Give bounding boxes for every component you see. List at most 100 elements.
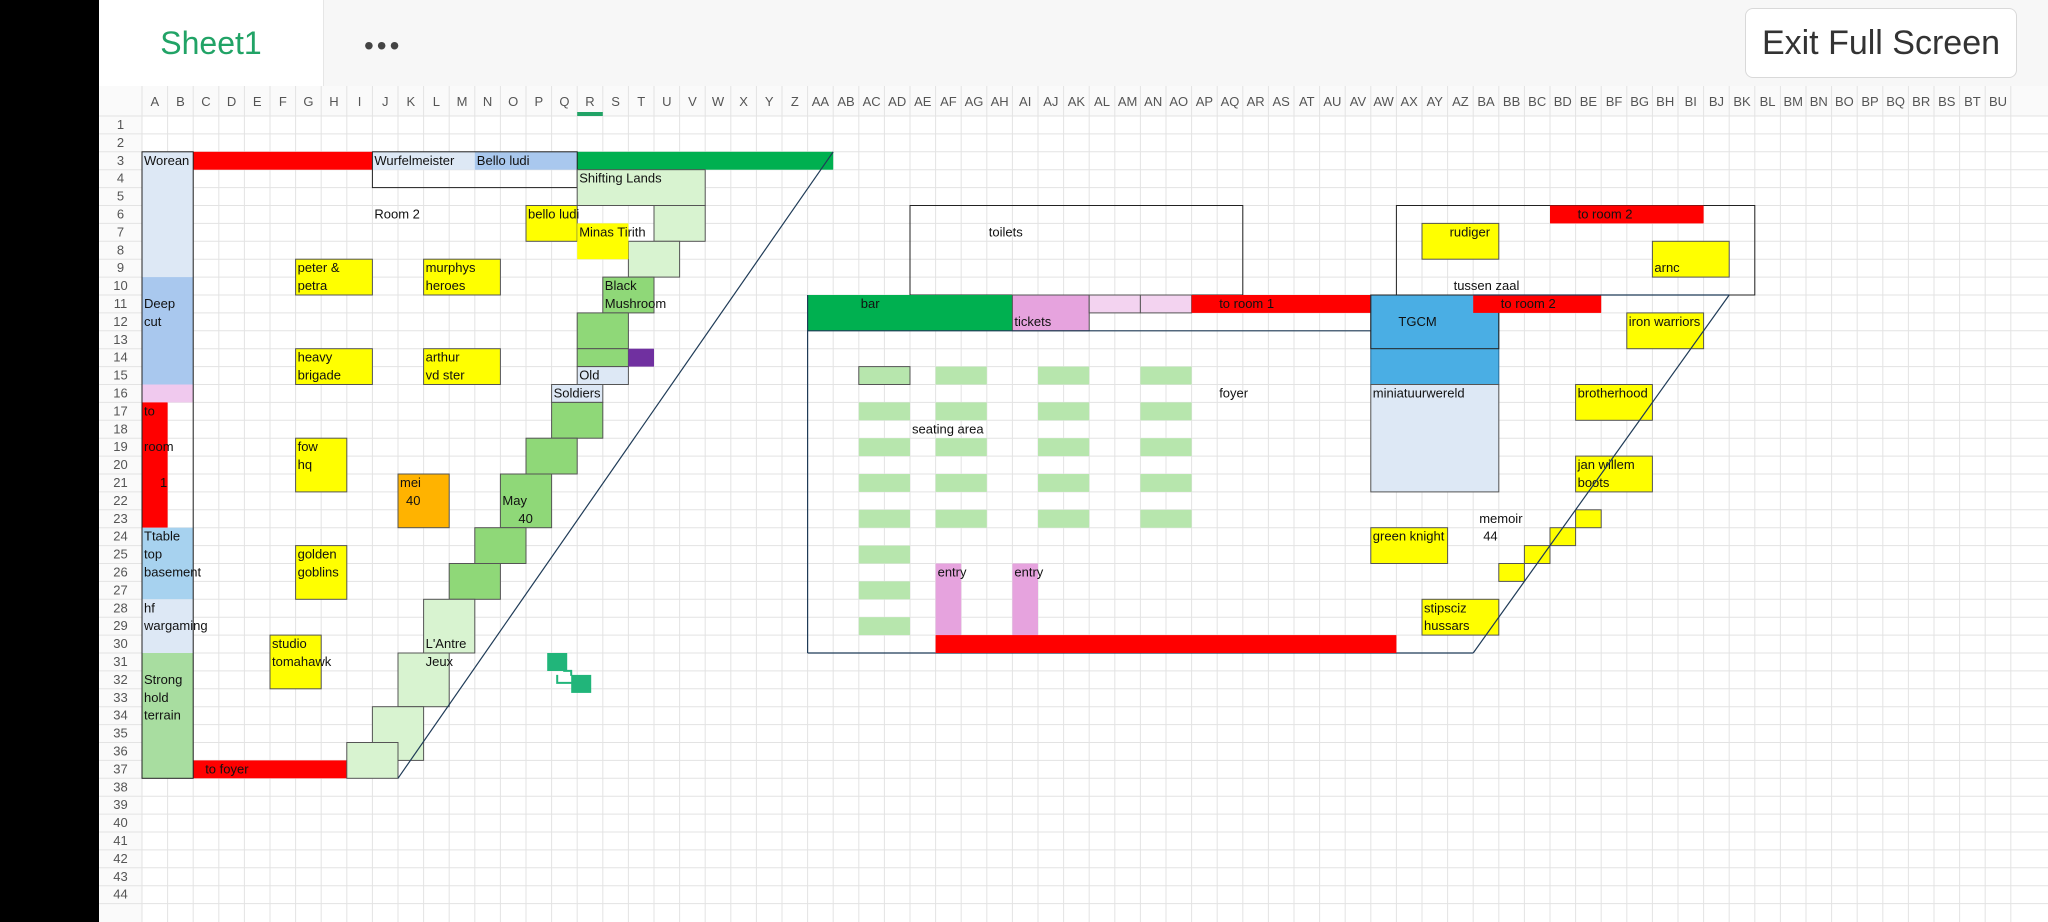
row-header[interactable]: 42 (113, 851, 127, 866)
column-header[interactable]: BK (1733, 94, 1751, 109)
row-header[interactable]: 8 (117, 242, 124, 257)
column-header[interactable]: BT (1964, 94, 1981, 109)
column-header[interactable]: BJ (1709, 94, 1724, 109)
column-header[interactable]: N (483, 94, 492, 109)
row-header[interactable]: 6 (117, 207, 124, 222)
row-header[interactable]: 5 (117, 189, 124, 204)
column-header[interactable]: BI (1685, 94, 1697, 109)
row-header[interactable]: 9 (117, 260, 124, 275)
column-header[interactable]: U (662, 94, 671, 109)
row-header[interactable]: 17 (113, 403, 127, 418)
row-header[interactable]: 40 (113, 815, 127, 830)
column-header[interactable]: AK (1068, 94, 1086, 109)
row-header[interactable]: 4 (117, 171, 124, 186)
column-header[interactable]: BG (1630, 94, 1649, 109)
column-header[interactable]: A (150, 94, 159, 109)
row-header[interactable]: 34 (113, 708, 127, 723)
row-header[interactable]: 13 (113, 332, 127, 347)
column-header[interactable]: AQ (1221, 94, 1240, 109)
row-header[interactable]: 15 (113, 368, 127, 383)
row-header[interactable]: 16 (113, 386, 127, 401)
column-header[interactable]: AP (1196, 94, 1213, 109)
row-header[interactable]: 3 (117, 153, 124, 168)
column-header[interactable]: AX (1401, 94, 1419, 109)
column-header[interactable]: Q (559, 94, 569, 109)
row-header[interactable]: 7 (117, 224, 124, 239)
column-header[interactable]: AE (914, 94, 932, 109)
row-header[interactable]: 22 (113, 493, 127, 508)
column-header[interactable]: AM (1118, 94, 1138, 109)
row-header[interactable]: 44 (113, 887, 127, 902)
row-header[interactable]: 28 (113, 600, 127, 615)
column-header[interactable]: AH (991, 94, 1009, 109)
row-header[interactable]: 25 (113, 547, 127, 562)
column-header[interactable]: AI (1019, 94, 1031, 109)
column-header[interactable]: AW (1373, 94, 1394, 109)
column-header[interactable]: BH (1656, 94, 1674, 109)
column-header[interactable]: BM (1783, 94, 1803, 109)
column-header[interactable]: AT (1299, 94, 1315, 109)
column-header[interactable]: BF (1606, 94, 1623, 109)
column-header[interactable]: BU (1989, 94, 2007, 109)
row-header[interactable]: 39 (113, 797, 127, 812)
row-header[interactable]: 10 (113, 278, 127, 293)
column-header[interactable]: K (406, 94, 415, 109)
row-header[interactable]: 27 (113, 582, 127, 597)
row-header[interactable]: 24 (113, 529, 127, 544)
row-header[interactable]: 37 (113, 761, 127, 776)
column-header[interactable]: M (457, 94, 468, 109)
column-header[interactable]: H (329, 94, 338, 109)
column-header[interactable]: O (508, 94, 518, 109)
row-header[interactable]: 30 (113, 636, 127, 651)
row-header[interactable]: 29 (113, 618, 127, 633)
column-header[interactable]: AO (1169, 94, 1188, 109)
column-header[interactable]: BD (1554, 94, 1572, 109)
column-header[interactable]: AD (888, 94, 906, 109)
sheet-tab[interactable]: Sheet1 (99, 0, 324, 86)
column-header[interactable]: AZ (1452, 94, 1469, 109)
column-header[interactable]: S (611, 94, 620, 109)
row-header[interactable]: 35 (113, 726, 127, 741)
row-header[interactable]: 12 (113, 314, 127, 329)
row-header[interactable]: 2 (117, 135, 124, 150)
column-header[interactable]: AC (863, 94, 881, 109)
column-header[interactable]: I (358, 94, 362, 109)
row-header[interactable]: 32 (113, 672, 127, 687)
column-header[interactable]: BN (1810, 94, 1828, 109)
column-header[interactable]: J (382, 94, 389, 109)
column-header[interactable]: AA (812, 94, 830, 109)
column-header[interactable]: E (253, 94, 262, 109)
row-header[interactable]: 18 (113, 421, 127, 436)
column-header[interactable]: D (227, 94, 236, 109)
column-header[interactable]: L (433, 94, 440, 109)
column-header[interactable]: AV (1350, 94, 1367, 109)
column-header[interactable]: BR (1912, 94, 1930, 109)
column-header[interactable]: AB (837, 94, 854, 109)
row-header[interactable]: 31 (113, 654, 127, 669)
row-header[interactable]: 1 (117, 117, 124, 132)
row-header[interactable]: 36 (113, 744, 127, 759)
column-header[interactable]: AN (1144, 94, 1162, 109)
column-header[interactable]: BS (1938, 94, 1956, 109)
column-header[interactable]: AU (1323, 94, 1341, 109)
column-header[interactable]: BC (1528, 94, 1546, 109)
column-header[interactable]: P (534, 94, 543, 109)
column-header[interactable]: AJ (1043, 94, 1058, 109)
column-header[interactable]: Y (765, 94, 774, 109)
row-header[interactable]: 11 (114, 296, 128, 311)
column-header[interactable]: AR (1247, 94, 1265, 109)
column-header[interactable]: BQ (1886, 94, 1905, 109)
column-header[interactable]: AG (965, 94, 984, 109)
row-header[interactable]: 19 (113, 439, 127, 454)
row-header[interactable]: 43 (113, 869, 127, 884)
column-header[interactable]: F (279, 94, 287, 109)
column-header[interactable]: B (176, 94, 185, 109)
column-header[interactable]: G (303, 94, 313, 109)
column-header[interactable]: BB (1503, 94, 1520, 109)
column-header[interactable]: Z (791, 94, 799, 109)
row-header[interactable]: 38 (113, 779, 127, 794)
row-header[interactable]: 41 (113, 833, 127, 848)
column-header[interactable]: BE (1580, 94, 1598, 109)
